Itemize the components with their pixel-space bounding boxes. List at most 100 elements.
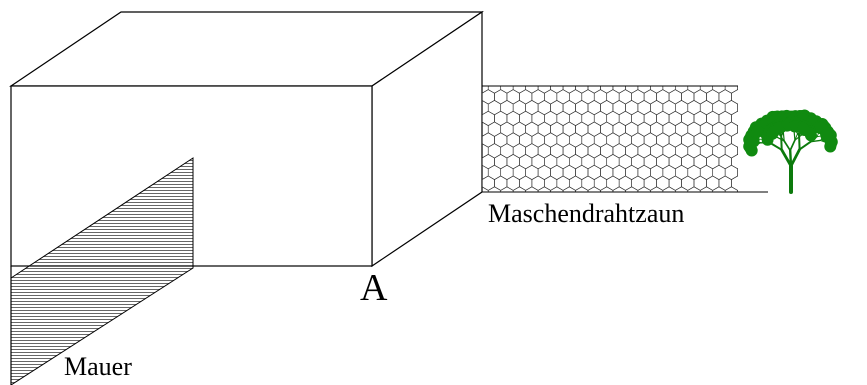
wall-label: Mauer [64, 352, 132, 381]
mesh-cell [650, 121, 664, 137]
mesh-cell [643, 89, 657, 105]
mesh-cell [487, 164, 502, 180]
mesh-cell [681, 154, 695, 170]
mesh-cell [519, 110, 533, 126]
mesh-cell [550, 143, 564, 159]
mesh-cell [594, 68, 606, 82]
mesh-cell [482, 175, 495, 191]
mesh-cell [656, 89, 670, 105]
mesh-cell [681, 175, 695, 191]
mesh-cell [531, 175, 545, 191]
mesh-cell [706, 110, 720, 126]
mesh-cell [737, 125, 738, 134]
mesh-cell [699, 186, 714, 192]
mesh-cell [494, 154, 508, 170]
mesh-cell [718, 154, 732, 170]
mesh-cell [593, 175, 608, 191]
mesh-cell [512, 100, 526, 116]
mesh-cell [712, 164, 726, 180]
mesh-cell [537, 121, 551, 137]
mesh-cell [712, 143, 726, 159]
mesh-cell [593, 132, 608, 148]
mesh-cell [656, 175, 670, 191]
mesh-cell [631, 110, 645, 126]
mesh-cell [662, 143, 676, 159]
tree-branch [794, 134, 802, 141]
tree-branch [789, 149, 793, 168]
mesh-cell [618, 175, 632, 191]
mesh-cell [731, 110, 738, 126]
mesh-cell [531, 110, 545, 126]
mesh-cell [600, 100, 614, 116]
mesh-cell [643, 110, 657, 126]
mesh-cell [619, 68, 631, 82]
mesh-cell [724, 164, 738, 180]
mesh-cell [699, 164, 714, 180]
mesh-cell [656, 132, 670, 148]
mesh-cell [731, 175, 738, 191]
mesh-cell [631, 154, 645, 170]
mesh-cell [544, 68, 556, 82]
building [9, 10, 484, 268]
mesh-cell [668, 175, 682, 191]
mesh-cell [494, 132, 508, 148]
mesh-cell [694, 68, 706, 82]
mesh-cell [724, 121, 738, 137]
mesh-cell [718, 110, 732, 126]
mesh-cell [625, 100, 639, 116]
mesh-cell [618, 132, 632, 148]
mesh-cell [737, 146, 738, 155]
mesh-cell [643, 175, 657, 191]
mesh-cell [724, 186, 738, 192]
mesh-cell [582, 68, 594, 82]
mesh-cell [719, 68, 731, 82]
tree-branch [789, 147, 801, 168]
mesh-cell [506, 132, 520, 148]
mesh-cell [568, 89, 583, 105]
mesh-cell [519, 175, 533, 191]
mesh-cell [637, 100, 651, 116]
mesh-cell [512, 143, 526, 159]
mesh-cell [712, 100, 726, 116]
tree-branch [769, 141, 783, 151]
mesh-cell [581, 175, 595, 191]
mesh-cell [550, 164, 564, 180]
mesh-cell [556, 154, 570, 170]
mesh-cell [681, 110, 695, 126]
mesh-cell [556, 175, 570, 191]
mesh-cell [494, 68, 506, 82]
mesh-cell [631, 175, 645, 191]
tree-branch [779, 135, 785, 142]
mesh-cell [519, 154, 533, 170]
mesh-cell [482, 154, 495, 170]
mesh-cell [525, 100, 539, 116]
mesh-cell [544, 110, 558, 126]
mesh-cell [668, 110, 682, 126]
mesh-cell [557, 68, 569, 82]
mesh-cell [506, 175, 520, 191]
mesh-cell [668, 132, 682, 148]
mesh-cell [531, 154, 545, 170]
mesh-cell [693, 132, 707, 148]
mesh-cell [699, 121, 714, 137]
mesh-cell [618, 110, 632, 126]
mesh-cell [737, 86, 738, 91]
mesh-cell [662, 100, 676, 116]
fence-label: Maschendrahtzaun [488, 199, 684, 228]
mesh-cell [562, 100, 576, 116]
mesh-cell [587, 143, 601, 159]
tree-leaf-cluster [797, 122, 810, 135]
mesh-cell [556, 89, 570, 105]
mesh-cell [606, 89, 620, 105]
mesh-cell [687, 121, 701, 137]
mesh-cell [657, 68, 669, 82]
mesh-cell [600, 164, 614, 180]
mesh-cell [682, 68, 694, 82]
mesh-cell [669, 68, 681, 82]
mesh-cell [607, 68, 619, 82]
mesh-cell [718, 175, 732, 191]
tree-branch [789, 139, 796, 152]
mesh-cell [643, 154, 657, 170]
mesh-cell [693, 89, 707, 105]
